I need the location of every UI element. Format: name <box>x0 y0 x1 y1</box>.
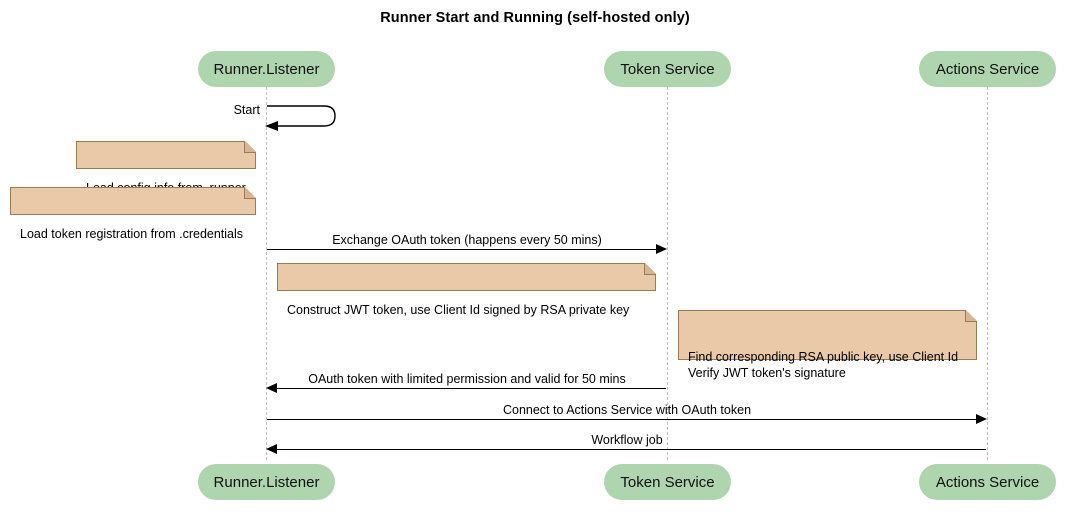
participant-label: Actions Service <box>935 60 1040 78</box>
participant-label: Token Service <box>620 60 715 78</box>
note-text: Find corresponding RSA public key, use C… <box>688 350 959 380</box>
participant-label: Token Service <box>620 473 715 491</box>
message-workflow-job-arrowhead <box>266 444 277 454</box>
message-connect-actions-line <box>267 419 981 420</box>
message-workflow-job-line <box>272 449 986 450</box>
note-fold-icon <box>244 141 256 153</box>
participant-actions-bottom[interactable]: Actions Service <box>919 464 1056 500</box>
lifeline-token <box>667 87 668 460</box>
participant-token-top[interactable]: Token Service <box>604 51 731 87</box>
note-fold-icon <box>644 263 656 275</box>
message-oauth-reply-line <box>272 388 666 389</box>
message-connect-actions-label: Connect to Actions Service with OAuth to… <box>502 403 752 417</box>
participant-runner-top[interactable]: Runner.Listener <box>198 51 335 87</box>
participant-label: Runner.Listener <box>213 60 320 78</box>
participant-actions-top[interactable]: Actions Service <box>919 51 1056 87</box>
lifeline-actions <box>987 87 988 460</box>
participant-label: Actions Service <box>935 473 1040 491</box>
message-oauth-reply-arrowhead <box>266 383 277 393</box>
message-workflow-job-label: Workflow job <box>591 433 663 447</box>
note-text: Load token registration from .credential… <box>20 227 244 241</box>
participant-label: Runner.Listener <box>213 473 320 491</box>
participant-runner-bottom[interactable]: Runner.Listener <box>198 464 335 500</box>
message-exchange-oauth-arrowhead <box>656 244 667 254</box>
participant-token-bottom[interactable]: Token Service <box>604 464 731 500</box>
note-verify-jwt: Find corresponding RSA public key, use C… <box>678 310 977 380</box>
note-text: Construct JWT token, use Client Id signe… <box>287 303 630 317</box>
lifeline-runner <box>266 87 267 460</box>
note-load-token-registration: Load token registration from .credential… <box>10 187 256 241</box>
message-exchange-oauth-line <box>267 249 661 250</box>
note-load-config: Load config info from .runner <box>76 141 256 195</box>
message-connect-actions-arrowhead <box>976 414 987 424</box>
note-construct-jwt: Construct JWT token, use Client Id signe… <box>277 263 656 317</box>
page-title: Runner Start and Running (self-hosted on… <box>380 10 690 26</box>
self-loop-arrow <box>265 105 336 131</box>
message-exchange-oauth-label: Exchange OAuth token (happens every 50 m… <box>332 233 602 247</box>
note-fold-icon <box>965 310 977 322</box>
message-start[interactable] <box>262 100 342 132</box>
note-fold-icon <box>244 187 256 199</box>
message-start-label: Start <box>233 103 260 117</box>
message-oauth-reply-label: OAuth token with limited permission and … <box>308 372 626 386</box>
